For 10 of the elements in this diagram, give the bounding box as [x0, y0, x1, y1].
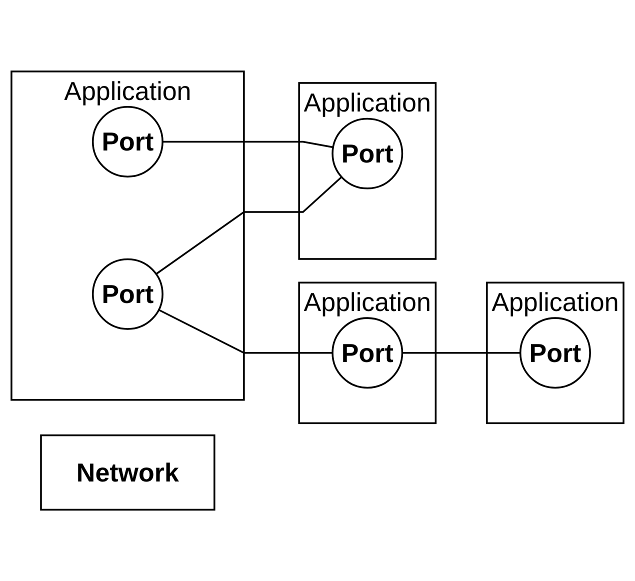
node-circle: Port — [332, 317, 404, 389]
node-circle: Port — [92, 106, 164, 178]
connector — [162, 140, 334, 148]
node-circle: Port — [92, 258, 164, 330]
node-box: Network — [40, 434, 216, 511]
node-circle: Port — [332, 118, 404, 190]
connector — [158, 308, 333, 354]
connector — [156, 176, 342, 275]
connector — [402, 352, 520, 354]
node-circle: Port — [519, 317, 591, 389]
